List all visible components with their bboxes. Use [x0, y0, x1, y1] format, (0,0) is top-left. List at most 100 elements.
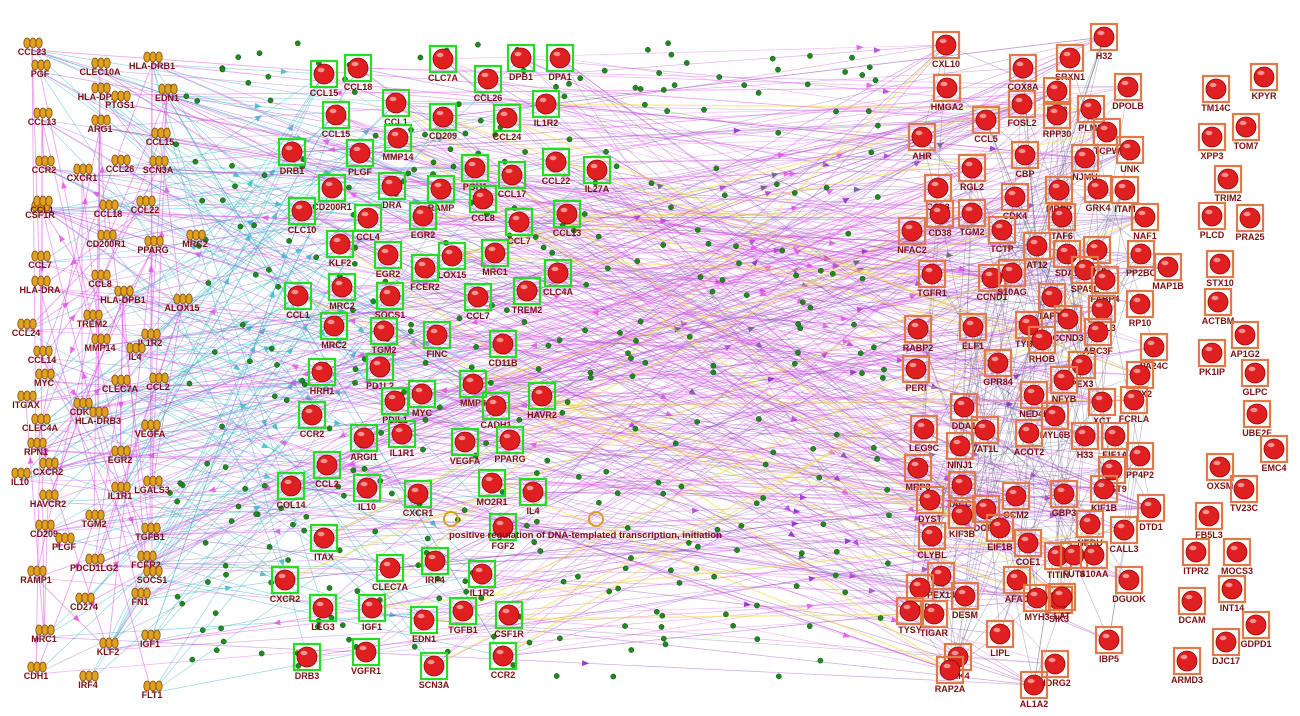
isolated-node[interactable]: DJC17 — [1211, 627, 1241, 666]
isolated-node[interactable]: DCAM — [1177, 586, 1207, 625]
pill-node[interactable]: IRF4 — [78, 670, 99, 690]
protein-node[interactable]: IL1R2 — [531, 89, 561, 128]
pill-node[interactable]: ARG1 — [87, 114, 113, 134]
target-node[interactable]: CCM2 — [1001, 481, 1031, 520]
protein-node[interactable]: CCR2 — [297, 400, 327, 439]
target-node[interactable]: RP10 — [1125, 289, 1155, 328]
target-node[interactable]: TAPT1 — [1037, 282, 1067, 321]
pill-node[interactable]: CCL2 — [146, 372, 170, 392]
pill-node[interactable]: HLA-DPB1 — [100, 285, 146, 305]
pill-node[interactable]: IL4 — [126, 342, 146, 362]
target-node[interactable]: GPR84 — [983, 348, 1013, 387]
protein-node[interactable]: FCER2 — [410, 253, 440, 292]
pill-node[interactable]: CCL18 — [94, 199, 123, 219]
protein-node[interactable]: HRH1 — [307, 357, 337, 396]
isolated-node[interactable]: INT14 — [1217, 574, 1247, 613]
target-node[interactable]: DYST — [915, 485, 945, 524]
isolated-node[interactable]: UBE2F — [1242, 399, 1272, 438]
pill-node[interactable]: MRC1 — [31, 624, 57, 644]
pill-node[interactable]: CLEC7A — [102, 374, 139, 394]
pill-node[interactable]: IL1R1 — [108, 481, 133, 501]
target-node[interactable]: NDRG2 — [1039, 649, 1071, 688]
protein-node[interactable]: MMP9 — [458, 369, 488, 408]
pill-node[interactable]: HLA-DRA — [20, 275, 61, 295]
pill-node[interactable]: HLA-DRB3 — [75, 406, 121, 426]
target-node[interactable]: TAF6 — [1047, 202, 1077, 241]
pill-node[interactable]: CCL22 — [131, 195, 160, 215]
protein-node[interactable]: CD209 — [428, 102, 458, 141]
pill-node[interactable]: EDN1 — [155, 83, 179, 103]
pill-node[interactable]: CCL8 — [88, 269, 112, 289]
protein-node[interactable]: VEGFA — [450, 427, 481, 466]
pill-node[interactable]: IGF1 — [140, 629, 161, 649]
protein-node[interactable]: IL4 — [518, 477, 548, 516]
protein-node[interactable]: CLC7A — [428, 44, 459, 83]
protein-node[interactable]: IL27A — [582, 155, 612, 194]
pill-node[interactable]: CCL14 — [28, 345, 57, 365]
protein-node[interactable]: CCL13 — [553, 199, 582, 238]
pill-node[interactable]: CCL24 — [12, 318, 41, 338]
pill-node[interactable]: RAMP1 — [20, 565, 52, 585]
protein-node[interactable]: COL14 — [276, 471, 306, 510]
pill-node[interactable]: CDH1 — [24, 661, 49, 681]
target-node[interactable]: LIPL — [985, 619, 1015, 658]
isolated-node[interactable]: FB5L3 — [1194, 501, 1224, 540]
pill-node[interactable]: CCL26 — [106, 154, 135, 174]
protein-node[interactable]: RAMP — [426, 174, 456, 213]
target-node[interactable]: TCTP — [987, 215, 1017, 254]
pill-node[interactable]: KLF2 — [97, 637, 120, 657]
protein-node[interactable]: IL1R1 — [387, 419, 417, 458]
isolated-node[interactable]: EMC4 — [1259, 434, 1289, 473]
target-node[interactable]: SPA5L — [1071, 255, 1100, 294]
target-node[interactable]: RABP2 — [903, 314, 934, 353]
target-node[interactable]: MYL6B — [1040, 401, 1071, 440]
protein-node[interactable]: IL1R2 — [467, 559, 497, 598]
target-node[interactable]: CXL10 — [931, 30, 961, 69]
pill-node[interactable]: FN1 — [131, 587, 151, 607]
isolated-node[interactable]: TV23C — [1229, 474, 1259, 513]
target-node[interactable]: RAP2A — [935, 655, 966, 694]
isolated-node[interactable]: PRA25 — [1235, 203, 1265, 242]
protein-node[interactable]: EGR2 — [408, 201, 438, 240]
target-node[interactable]: ABC3F — [1083, 317, 1114, 356]
protein-node[interactable]: EDN1 — [409, 605, 439, 644]
protein-node[interactable]: MRC2 — [319, 311, 349, 350]
protein-node[interactable]: MRC2 — [327, 272, 357, 311]
target-node[interactable]: PA24C — [1140, 332, 1169, 371]
pill-node[interactable]: TGFB1 — [135, 522, 165, 542]
pill-node[interactable]: TREM2 — [77, 309, 108, 329]
pill-node[interactable]: CCL7 — [28, 250, 52, 270]
protein-node[interactable]: TGFB1 — [448, 596, 478, 635]
target-node[interactable]: PEX13 — [926, 561, 956, 600]
target-node[interactable]: NFAC2 — [897, 216, 927, 255]
protein-node[interactable]: SCN3A — [419, 651, 450, 690]
target-node[interactable]: ACOT2 — [1014, 418, 1045, 457]
target-node[interactable]: NINJ1 — [945, 431, 975, 470]
isolated-node[interactable]: ARMD3 — [1171, 646, 1203, 685]
pill-node[interactable]: VEGFA — [135, 419, 166, 439]
pill-node[interactable]: LGALS3 — [134, 475, 170, 495]
target-node[interactable]: TACC1 — [947, 470, 977, 509]
target-node[interactable]: H33 — [1070, 421, 1100, 460]
protein-node[interactable]: CCL15 — [322, 100, 351, 139]
pill-node[interactable]: IL1R2 — [138, 328, 163, 348]
target-node[interactable]: KIF3B — [947, 500, 977, 539]
target-node[interactable]: AL1A2 — [1020, 670, 1049, 709]
protein-node[interactable]: CD200R1 — [312, 173, 352, 212]
pill-node[interactable]: IL10 — [11, 467, 31, 487]
protein-node[interactable]: CSF1R — [494, 600, 524, 639]
protein-node[interactable]: CCL18 — [344, 53, 373, 92]
protein-node[interactable]: FGF2 — [488, 512, 518, 551]
pill-node[interactable]: PTGS1 — [105, 90, 135, 110]
protein-node[interactable]: MRC1 — [480, 238, 510, 277]
target-node[interactable]: DDA1 — [949, 392, 979, 431]
isolated-node[interactable]: ITPR2 — [1181, 537, 1211, 576]
target-node[interactable]: AT12 — [1022, 231, 1052, 270]
protein-node[interactable]: CXCR2 — [270, 565, 301, 604]
target-node[interactable]: PERI — [901, 354, 931, 393]
protein-node[interactable]: CLC10 — [288, 196, 317, 235]
protein-node[interactable]: MYC — [407, 379, 437, 418]
target-node[interactable]: XCT — [1087, 387, 1117, 426]
pill-node[interactable]: RPN1 — [24, 437, 48, 457]
isolated-node[interactable]: XPP3 — [1197, 122, 1227, 161]
